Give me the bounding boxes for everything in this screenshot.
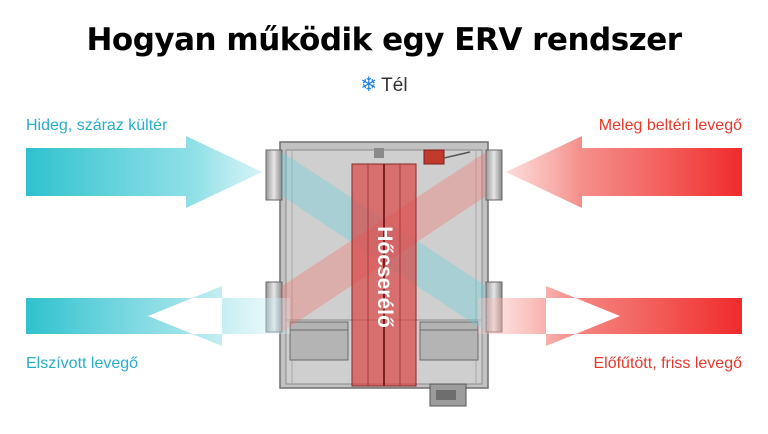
label-preheated-fresh-air: Előfűtött, friss levegő: [593, 355, 742, 372]
page-title: Hogyan működik egy ERV rendszer: [86, 22, 682, 58]
arrow-exhaust-out: [26, 286, 290, 346]
snowflake-icon: ❄: [360, 74, 378, 96]
season-label: Tél: [381, 75, 408, 96]
heat-exchanger-core: Hőcserélő: [351, 163, 417, 387]
heat-exchanger-label: Hőcserélő: [373, 226, 396, 328]
season-indicator: ❄Tél: [0, 72, 768, 97]
arrow-warm-in: [506, 136, 742, 208]
arrow-preheated-out: [478, 286, 742, 346]
arrow-cold-in: [26, 136, 262, 208]
label-warm-indoor-air: Meleg beltéri levegő: [598, 117, 742, 134]
label-cold-dry-outdoor: Hideg, száraz kültér: [26, 117, 168, 134]
label-exhaust-air: Elszívott levegő: [26, 355, 139, 372]
